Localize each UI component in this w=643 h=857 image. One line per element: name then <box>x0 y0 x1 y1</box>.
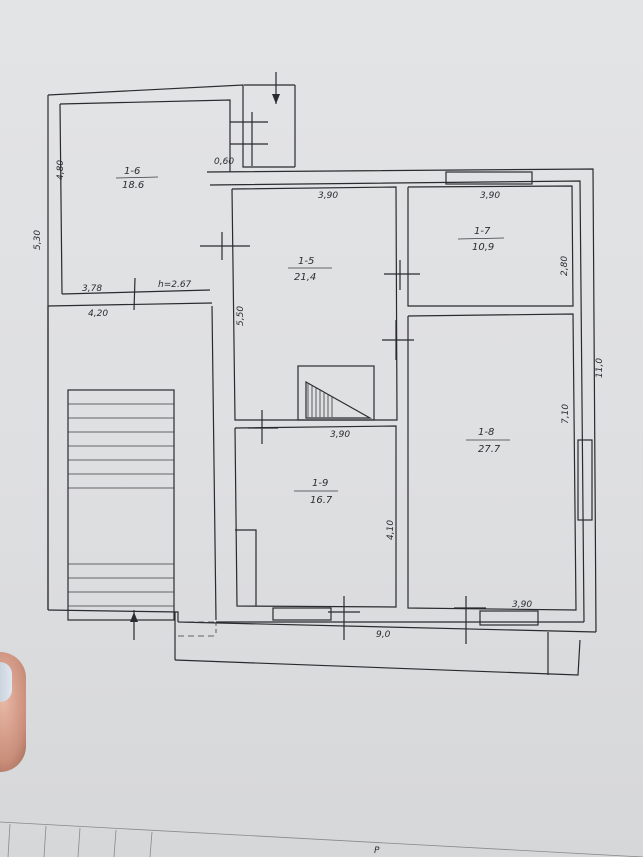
dim-overall-height: 11,0 <box>595 358 605 378</box>
fingernail <box>0 662 12 702</box>
room-1-5-id: 1-5 <box>298 256 314 267</box>
dimension-labels: 4,80 5,30 0,60 3,90 3,90 2,80 11,0 7,10 … <box>33 157 605 640</box>
dim-room17-width: 3,90 <box>480 191 500 201</box>
dim-room15-depth: 5,50 <box>236 306 246 326</box>
dim-room19-width: 3,90 <box>330 430 350 440</box>
dim-room18-width: 3,90 <box>512 600 532 610</box>
room-1-9-id: 1-9 <box>312 478 328 489</box>
graph-paper-grid <box>0 821 643 857</box>
door-marks <box>200 72 486 644</box>
dim-ceiling-height: h=2.67 <box>158 280 192 290</box>
dim-room17-height: 2,80 <box>560 256 570 276</box>
dim-room19-depth: 4,10 <box>386 520 396 540</box>
room-1-9 <box>234 425 397 621</box>
room-1-6-area: 18.6 <box>122 180 144 191</box>
room-1-5 <box>231 186 398 421</box>
exterior-walls <box>47 84 597 676</box>
room-1-6-id: 1-6 <box>124 166 140 177</box>
dim-room18-height: 7,10 <box>561 404 571 424</box>
room-1-8-id: 1-8 <box>478 427 494 438</box>
dim-opening: 0,60 <box>214 157 234 167</box>
dim-overall-width: 9,0 <box>376 630 391 640</box>
stair-hall <box>47 305 217 640</box>
room-1-7 <box>407 171 574 307</box>
dim-top-left-height: 4,80 <box>56 160 66 180</box>
room-1-9-area: 16.7 <box>310 495 333 506</box>
dim-top-left-outer: 5,30 <box>33 230 43 250</box>
room-1-8-area: 27.7 <box>478 444 501 455</box>
dim-stair-width: 4,20 <box>88 309 108 319</box>
dim-room15-width: 3,90 <box>318 191 338 201</box>
dim-bottom-left: 3,78 <box>82 284 102 294</box>
room-1-5-area: 21,4 <box>294 272 316 283</box>
room-1-7-id: 1-7 <box>474 226 491 237</box>
room-1-8 <box>407 313 593 626</box>
page-corner-letter: P <box>374 846 380 856</box>
room-1-6 <box>47 277 213 311</box>
room-labels: 1-6 18.6 1-5 21,4 1-7 10,9 1-8 27.7 1-9 … <box>115 166 510 506</box>
room-1-7-area: 10,9 <box>472 242 494 253</box>
